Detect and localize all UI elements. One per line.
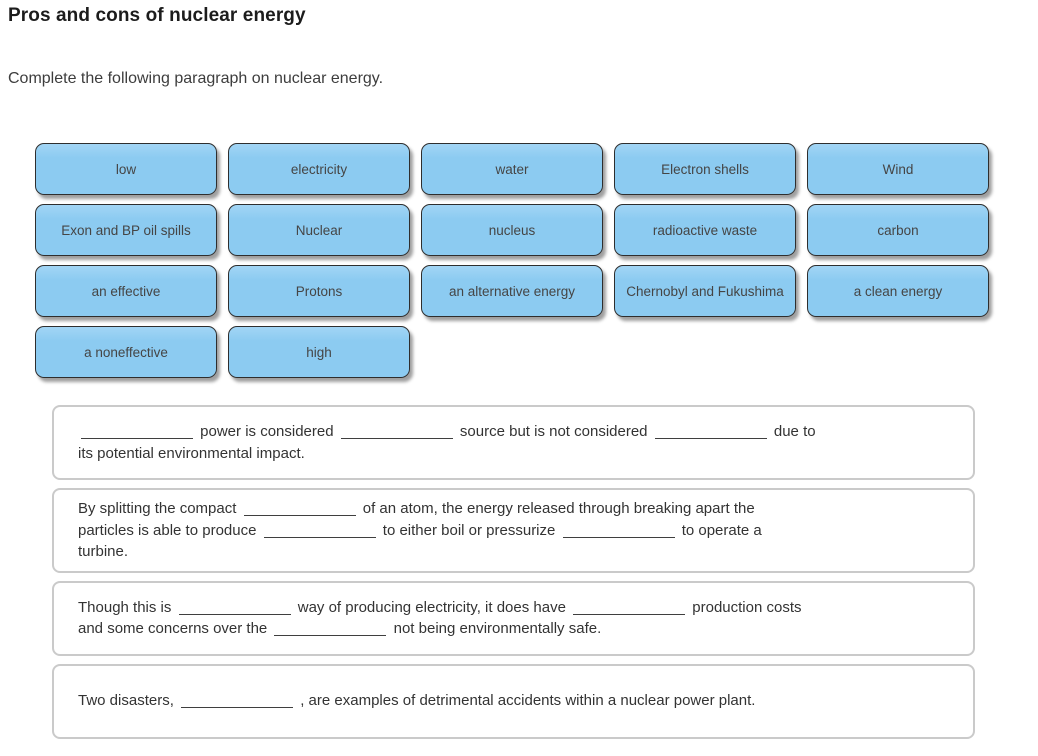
paragraph-box: By splitting the compact of an atom, the…	[52, 488, 975, 573]
paragraph-fragment: power is considered	[196, 423, 338, 440]
paragraph-fragment: due to	[769, 423, 816, 440]
word-tile[interactable]: Nuclear	[228, 204, 410, 256]
paragraph-text: Two disasters, , are examples of detrime…	[78, 690, 949, 712]
blank-slot[interactable]	[243, 502, 356, 516]
paragraph-list: power is considered source but is not co…	[52, 405, 975, 747]
word-tile[interactable]: radioactive waste	[614, 204, 796, 256]
paragraph-text: Though this is way of producing electric…	[78, 597, 949, 640]
word-tile[interactable]: Chernobyl and Fukushima	[614, 265, 796, 317]
blank-slot[interactable]	[562, 524, 675, 538]
paragraph-box: Though this is way of producing electric…	[52, 580, 975, 656]
blank-slot[interactable]	[274, 622, 387, 636]
word-tile[interactable]: an alternative energy	[421, 265, 603, 317]
page-title: Pros and cons of nuclear energy	[8, 5, 306, 26]
paragraph-fragment: Though this is	[78, 598, 176, 616]
word-tile[interactable]: Electron shells	[614, 143, 796, 195]
word-tile[interactable]: Exon and BP oil spills	[35, 204, 217, 256]
blank-slot[interactable]	[81, 425, 193, 439]
paragraph-fragment: particles is able to produce	[78, 521, 261, 539]
word-tile[interactable]: nucleus	[421, 204, 603, 256]
paragraph-fragment: and some concerns over the	[78, 620, 272, 637]
word-tile[interactable]: a noneffective	[35, 326, 217, 378]
paragraph-box: Two disasters, , are examples of detrime…	[52, 663, 975, 739]
word-tile[interactable]: water	[421, 143, 603, 195]
paragraph-fragment: source but is not considered	[455, 423, 652, 440]
blank-slot[interactable]	[178, 601, 291, 615]
blank-slot[interactable]	[263, 524, 376, 538]
paragraph-text: power is considered source but is not co…	[78, 421, 949, 464]
blank-slot[interactable]	[181, 694, 294, 709]
word-tile[interactable]: low	[35, 143, 217, 195]
paragraph-fragment: to either boil or pressurize	[378, 521, 560, 539]
paragraph-text: By splitting the compact of an atom, the…	[78, 498, 949, 563]
word-tile[interactable]: high	[228, 326, 410, 378]
blank-slot[interactable]	[654, 425, 767, 439]
word-tile[interactable]: a clean energy	[807, 265, 989, 317]
paragraph-fragment: not being environmentally safe.	[389, 620, 602, 637]
paragraph-box: power is considered source but is not co…	[52, 405, 975, 480]
blank-slot[interactable]	[340, 425, 453, 439]
paragraph-fragment: way of producing electricity, it does ha…	[293, 598, 571, 616]
word-tile[interactable]: Wind	[807, 143, 989, 195]
paragraph-fragment: Two disasters,	[78, 692, 179, 710]
word-tile[interactable]: Protons	[228, 265, 410, 317]
paragraph-fragment: to operate a	[677, 521, 762, 539]
paragraph-fragment: , are examples of detrimental accidents …	[296, 692, 756, 710]
instruction-text: Complete the following paragraph on nucl…	[8, 70, 384, 87]
paragraph-fragment: turbine.	[78, 543, 129, 560]
word-tile[interactable]: electricity	[228, 143, 410, 195]
paragraph-fragment: By splitting the compact	[78, 500, 241, 517]
paragraph-fragment: of an atom, the energy released through …	[358, 500, 755, 517]
blank-slot[interactable]	[573, 601, 686, 615]
paragraph-fragment: its potential environmental impact.	[78, 444, 305, 462]
word-tile[interactable]: carbon	[807, 204, 989, 256]
word-tile[interactable]: an effective	[35, 265, 217, 317]
paragraph-fragment: production costs	[688, 598, 802, 616]
